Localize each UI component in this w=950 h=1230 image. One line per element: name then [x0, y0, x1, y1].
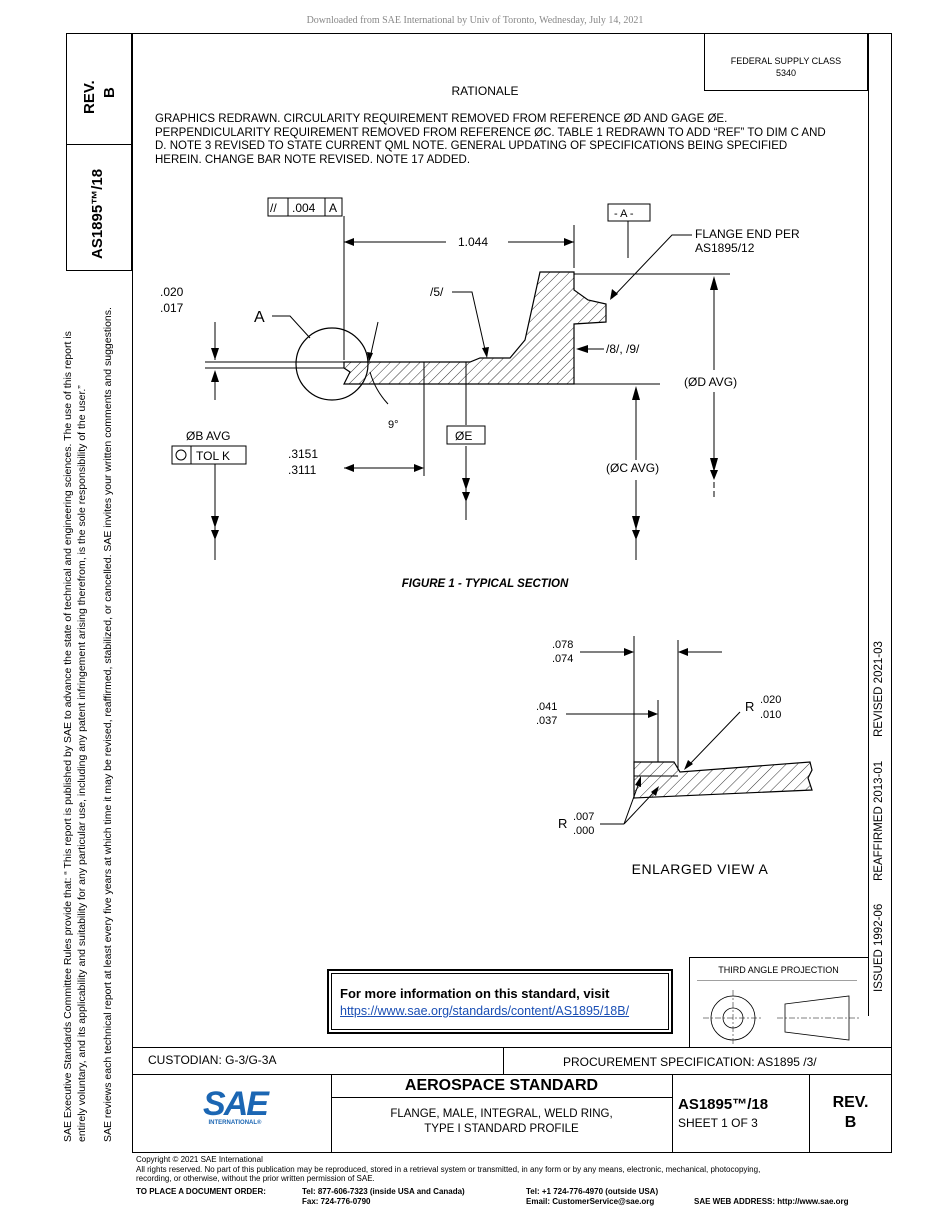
footer-order-label: TO PLACE A DOCUMENT ORDER: [136, 1187, 266, 1196]
custodian: CUSTODIAN: G-3/G-3A [148, 1053, 277, 1067]
footer-email: Email: CustomerService@sae.org [526, 1197, 655, 1206]
sae-logo-sub: INTERNATIONAL® [208, 1120, 262, 1126]
federal-supply-class-box: FEDERAL SUPPLY CLASS 5340 [704, 33, 868, 91]
parallel-datum: A [329, 201, 337, 215]
third-angle-box [689, 957, 868, 1047]
r-010: .010 [760, 709, 781, 721]
page-frame [132, 33, 892, 1153]
title-block [132, 1074, 892, 1153]
r-020: .020 [760, 694, 781, 706]
fsc-line1: FEDERAL SUPPLY CLASS [730, 56, 842, 66]
footer-rights-1: All rights reserved. No part of this pub… [136, 1164, 761, 1174]
note-5: /5/ [430, 285, 444, 299]
parallel-symbol: // [270, 201, 277, 215]
flange-note-2: AS1895/12 [695, 241, 755, 255]
note-8-9: /8/, /9/ [606, 342, 640, 356]
dim-078: .078 [552, 639, 573, 651]
footer-tel-outside: Tel: +1 724-776-4970 (outside USA) [526, 1187, 659, 1196]
download-notice: Downloaded from SAE International by Uni… [306, 15, 644, 26]
rationale-body: GRAPHICS REDRAWN. CIRCULARITY REQUIREMEN… [155, 113, 826, 166]
sae-logo: SAE INTERNATIONAL® [200, 1085, 270, 1126]
sheet-number: SHEET 1 OF 3 [678, 1116, 758, 1130]
dim-3151: .3151 [288, 447, 318, 461]
tol-k: TOL K [196, 449, 230, 463]
fsc-line2: 5340 [775, 68, 797, 78]
d-avg: (ØD AVG) [684, 375, 737, 389]
procurement-spec: PROCUREMENT SPECIFICATION: AS1895 /3/ [563, 1055, 817, 1069]
r2-label: R [558, 816, 567, 831]
enlarged-view-caption: ENLARGED VIEW A [631, 861, 769, 877]
footer-fax: Fax: 724-776-0790 [302, 1197, 371, 1206]
dim-074: .074 [552, 653, 573, 665]
footer-tel-usa: Tel: 877-606-7323 (inside USA and Canada… [302, 1187, 465, 1196]
c-avg: (ØC AVG) [606, 461, 659, 475]
datum-a-label: - A - [614, 208, 634, 220]
enlarged-section [633, 761, 813, 799]
figure1-caption: FIGURE 1 - TYPICAL SECTION [401, 578, 569, 590]
third-angle-label: THIRD ANGLE PROJECTION [718, 965, 839, 975]
dim-3111: .3111 [288, 463, 317, 477]
parallel-tol: .004 [292, 201, 316, 215]
dim-020: .020 [160, 285, 184, 299]
r-000: .000 [573, 825, 594, 837]
b-avg: ØB AVG [186, 429, 230, 443]
title-rev-label: REV. [832, 1094, 869, 1111]
flange-note-1: FLANGE END PER [695, 227, 800, 241]
footer: Copyright © 2021 SAE International All r… [136, 1155, 896, 1184]
parallelism-frame: // .004 A [267, 197, 343, 217]
info-box: For more information on this standard, v… [331, 973, 669, 1030]
detail-circle-a [295, 327, 369, 401]
third-angle-symbol-icon [697, 980, 859, 1044]
subtitle-1: FLANGE, MALE, INTEGRAL, WELD RING, [390, 1108, 613, 1120]
info-box-outer [327, 969, 673, 1034]
footer-copyright: Copyright © 2021 SAE International [136, 1155, 263, 1164]
r-007: .007 [573, 811, 594, 823]
title-doc-number: AS1895™/18 [678, 1096, 769, 1113]
custodian-row [132, 1047, 892, 1074]
title-rev-value: B [844, 1114, 857, 1131]
dim-1044: 1.044 [458, 235, 488, 249]
footer-rights-2: recording, or otherwise, without the pri… [136, 1174, 375, 1183]
footer-web: SAE WEB ADDRESS: http://www.sae.org [694, 1197, 849, 1206]
rationale-title: RATIONALE [451, 84, 519, 98]
datum-a-box [607, 203, 651, 222]
dim-037: .037 [536, 715, 557, 727]
dim-017: .017 [160, 301, 184, 315]
side-doc-box: AS1895™/18 [66, 145, 132, 271]
info-title: For more information on this standard, v… [340, 986, 610, 1001]
part-section [343, 271, 607, 385]
side-rev-box: REV. B [66, 33, 132, 145]
info-link[interactable]: https://www.sae.org/standards/content/AS… [340, 1004, 630, 1018]
history-column [868, 33, 892, 1016]
sae-logo-text: SAE [203, 1085, 269, 1123]
r-label: R [745, 699, 754, 714]
e-label: ØE [455, 429, 472, 443]
angle-9: 9° [388, 419, 399, 431]
subtitle-2: TYPE I STANDARD PROFILE [424, 1123, 579, 1135]
tol-k-box [171, 445, 247, 465]
detail-label-a: A [254, 309, 265, 326]
main-title: AEROSPACE STANDARD [404, 1077, 599, 1094]
dim-041: .041 [536, 701, 557, 713]
e-gage-box [446, 425, 486, 445]
